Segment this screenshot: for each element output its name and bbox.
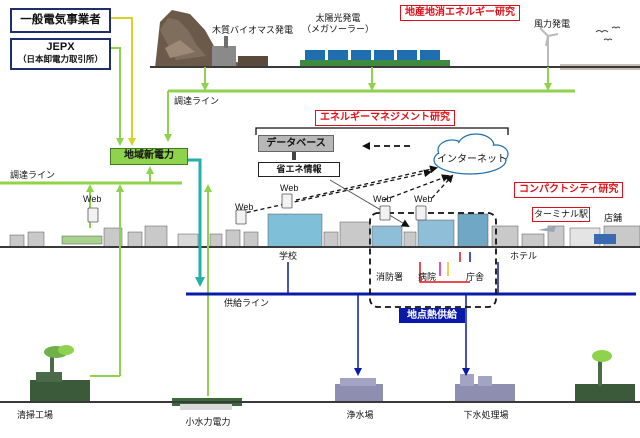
small-hydro-label: 小水力電力	[185, 417, 231, 427]
terminal-station-box: ターミナル駅	[532, 207, 590, 222]
regional-power-label: 地域新電力	[124, 150, 174, 161]
regional-power-box: 地域新電力	[110, 148, 188, 165]
database-label: データベース	[266, 138, 326, 149]
solar-sublabel: （メガソーラー）	[301, 24, 375, 34]
research-energy-management-label: エネルギーマネジメント研究	[320, 112, 450, 123]
bus-icon	[594, 234, 616, 244]
procurement-line-top-label: 調達ライン	[174, 96, 220, 106]
sewage-treatment-building	[455, 374, 515, 402]
fire-station-label: 消防署	[376, 272, 404, 282]
web-label-1: Web	[83, 194, 102, 204]
town-right-buildings	[491, 225, 640, 248]
procurement-line-left-label: 調達ライン	[10, 170, 56, 180]
solar-panels	[300, 50, 450, 66]
regional-to-supply	[188, 158, 205, 287]
web-to-internet	[239, 169, 432, 215]
database-box: データベース	[258, 135, 334, 152]
energy-info-box: 省エネ情報	[258, 162, 340, 177]
city-hall-label: 庁舎	[466, 272, 485, 282]
school-to-internet	[295, 165, 438, 201]
small-hydro-building	[172, 398, 242, 410]
cleaning-plant-label: 清掃工場	[16, 410, 54, 420]
city-core-buildings	[371, 213, 489, 248]
factory-right	[575, 350, 635, 402]
town-left-houses	[9, 225, 199, 248]
research-compact-city: コンパクトシティ研究	[514, 182, 624, 198]
birds-icon	[595, 26, 621, 41]
web-label-2: Web	[235, 202, 254, 212]
school-label: 学校	[278, 251, 298, 261]
wind-turbine	[539, 27, 559, 66]
jepx-to-regional	[110, 47, 124, 146]
internet-label: インターネット	[437, 154, 507, 165]
local-heat-area	[369, 212, 497, 308]
utility-to-regional	[110, 17, 136, 146]
town-center-buildings	[209, 213, 371, 248]
jepx-box: JEPX （日本卸電力取引所）	[10, 38, 111, 70]
terminal-station-label: ターミナル駅	[533, 209, 588, 219]
biomass-plant	[212, 36, 268, 66]
jepx-subtitle: （日本卸電力取引所）	[17, 54, 103, 64]
biomass-label: 木質バイオマス発電	[212, 25, 294, 35]
research-energy-management: エネルギーマネジメント研究	[315, 110, 455, 126]
shop-label: 店舗	[604, 213, 623, 223]
water-purification-building	[335, 378, 383, 402]
web-label-5: Web	[414, 194, 433, 204]
web-label-3: Web	[280, 183, 299, 193]
local-heat-label: 地点熱供給	[407, 310, 457, 321]
water-purification-label: 浄水場	[346, 410, 374, 420]
jepx-title: JEPX	[46, 41, 75, 53]
hotel-label: ホテル	[510, 251, 538, 261]
research-local-energy: 地産地消エネルギー研究	[400, 5, 520, 21]
research-local-energy-label: 地産地消エネルギー研究	[405, 7, 515, 18]
tablet-icons	[87, 193, 427, 225]
local-heat-box: 地点熱供給	[399, 308, 465, 323]
airplane-icon	[538, 226, 556, 232]
firestation-to-internet	[383, 174, 450, 201]
general-utility-label: 一般電気事業者	[20, 14, 101, 26]
energy-info-label: 省エネ情報	[276, 164, 322, 174]
solar-label: 太陽光発電	[315, 13, 361, 23]
general-utility-box: 一般電気事業者	[10, 8, 111, 33]
sewage-treatment-label: 下水処理場	[463, 410, 509, 420]
hill-biomass	[155, 10, 250, 68]
wind-label: 風力発電	[534, 19, 571, 29]
cleaning-plant-building	[30, 345, 90, 402]
web-label-4: Web	[373, 194, 392, 204]
hospital-label: 病院	[418, 272, 437, 282]
internet-cloud-icon	[433, 133, 509, 175]
info-to-buildings	[329, 179, 410, 228]
heat-pipes	[419, 252, 471, 283]
supply-line-label: 供給ライン	[224, 298, 270, 308]
hospital-to-internet	[431, 174, 454, 199]
research-compact-city-label: コンパクトシティ研究	[519, 184, 619, 195]
em-bracket	[255, 127, 509, 135]
